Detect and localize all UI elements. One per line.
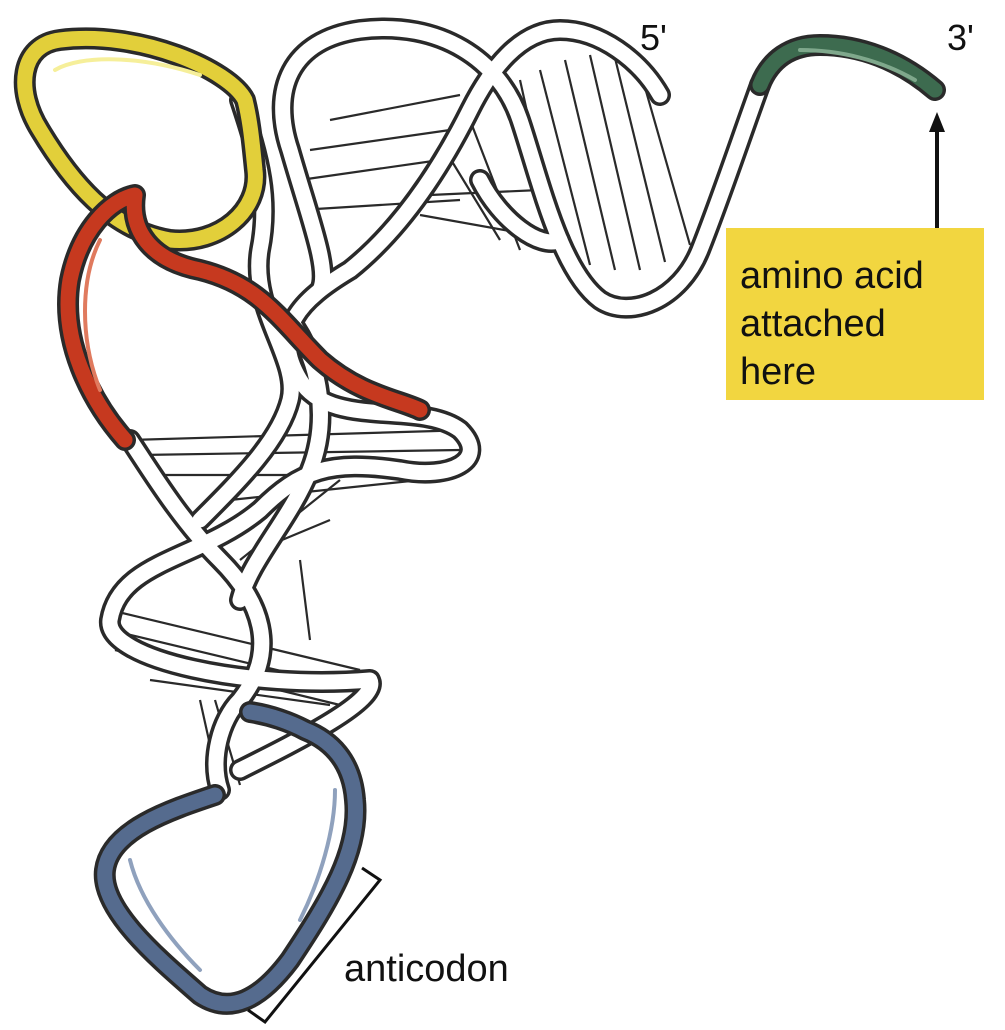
callout-line-3: here xyxy=(740,348,984,396)
anticodon-label: anticodon xyxy=(344,950,509,988)
five-prime-label: 5' xyxy=(640,20,667,56)
amino-acid-arrow xyxy=(929,112,945,228)
acceptor-end xyxy=(760,45,935,90)
backbone xyxy=(110,28,760,790)
callout-line-2: attached xyxy=(740,300,984,348)
anticodon-loop xyxy=(105,712,356,1004)
amino-acid-callout: amino acid attached here xyxy=(726,228,984,400)
three-prime-label: 3' xyxy=(947,20,974,56)
callout-line-1: amino acid xyxy=(740,252,984,300)
